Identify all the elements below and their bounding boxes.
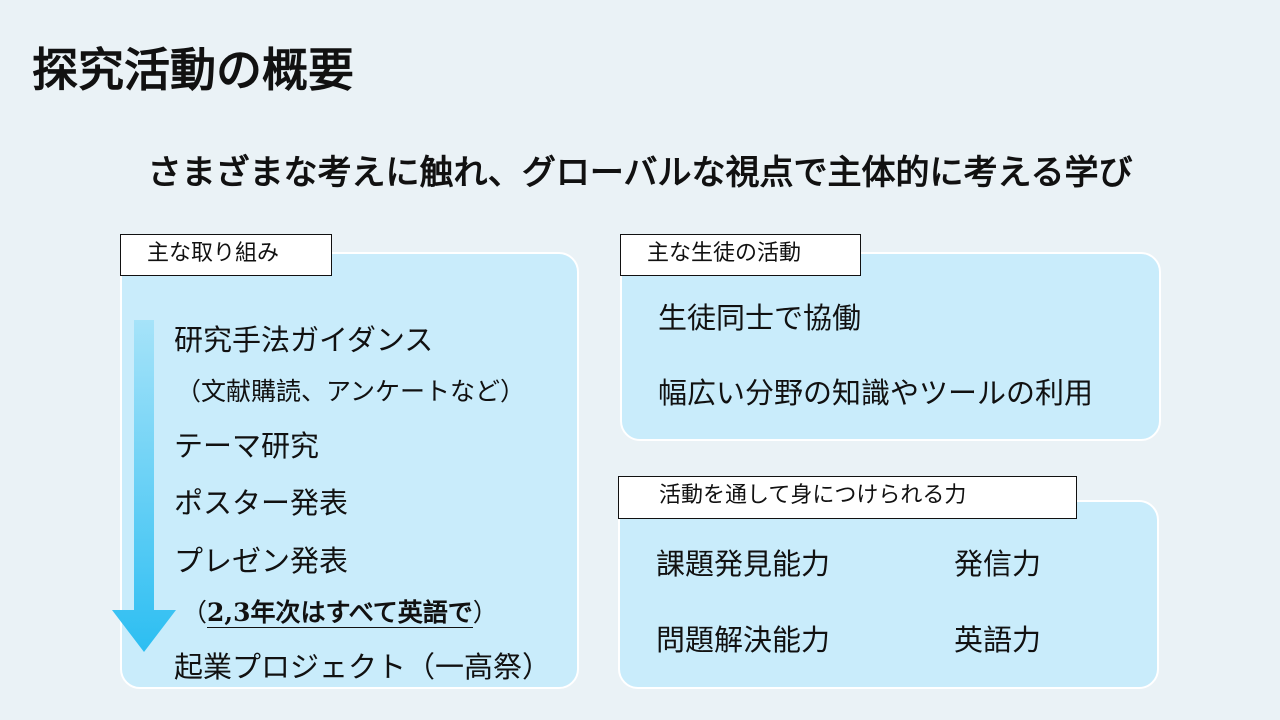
- main-efforts-label: 主な取り組み: [120, 234, 332, 276]
- effort-item: （文献購読、アンケートなど）: [176, 377, 526, 406]
- activity-item: 幅広い分野の知識やツールの利用: [658, 376, 1094, 410]
- slide-subtitle: さまざまな考えに触れ、グローバルな視点で主体的に考える学び: [147, 153, 1133, 193]
- note-close: ）: [472, 598, 498, 627]
- student-activities-label: 主な生徒の活動: [620, 234, 861, 276]
- student-activities-panel: [620, 252, 1161, 441]
- note-open: （: [182, 598, 208, 627]
- activity-item: 生徒同士で協働: [658, 301, 862, 335]
- skill-item: 問題解決能力: [656, 623, 831, 657]
- effort-item: プレゼン発表: [174, 544, 349, 578]
- skills-label: 活動を通して身につけられる力: [618, 476, 1077, 519]
- skill-item: 英語力: [954, 623, 1042, 657]
- skill-item: 発信力: [954, 547, 1042, 581]
- slide-title: 探究活動の概要: [32, 43, 354, 97]
- main-efforts-panel: [120, 252, 579, 689]
- effort-item: 起業プロジェクト（一高祭）: [174, 650, 552, 684]
- effort-item: テーマ研究: [174, 429, 320, 463]
- skill-item: 課題発見能力: [656, 547, 831, 581]
- english-note: （2,3年次はすべて英語で）: [182, 593, 498, 633]
- effort-item: 研究手法ガイダンス: [174, 323, 434, 357]
- skills-panel: [618, 500, 1159, 689]
- flow-arrow-icon: [112, 320, 176, 652]
- note-underlined: 2,3年次はすべて英語で: [207, 598, 473, 628]
- effort-item: ポスター発表: [174, 486, 349, 520]
